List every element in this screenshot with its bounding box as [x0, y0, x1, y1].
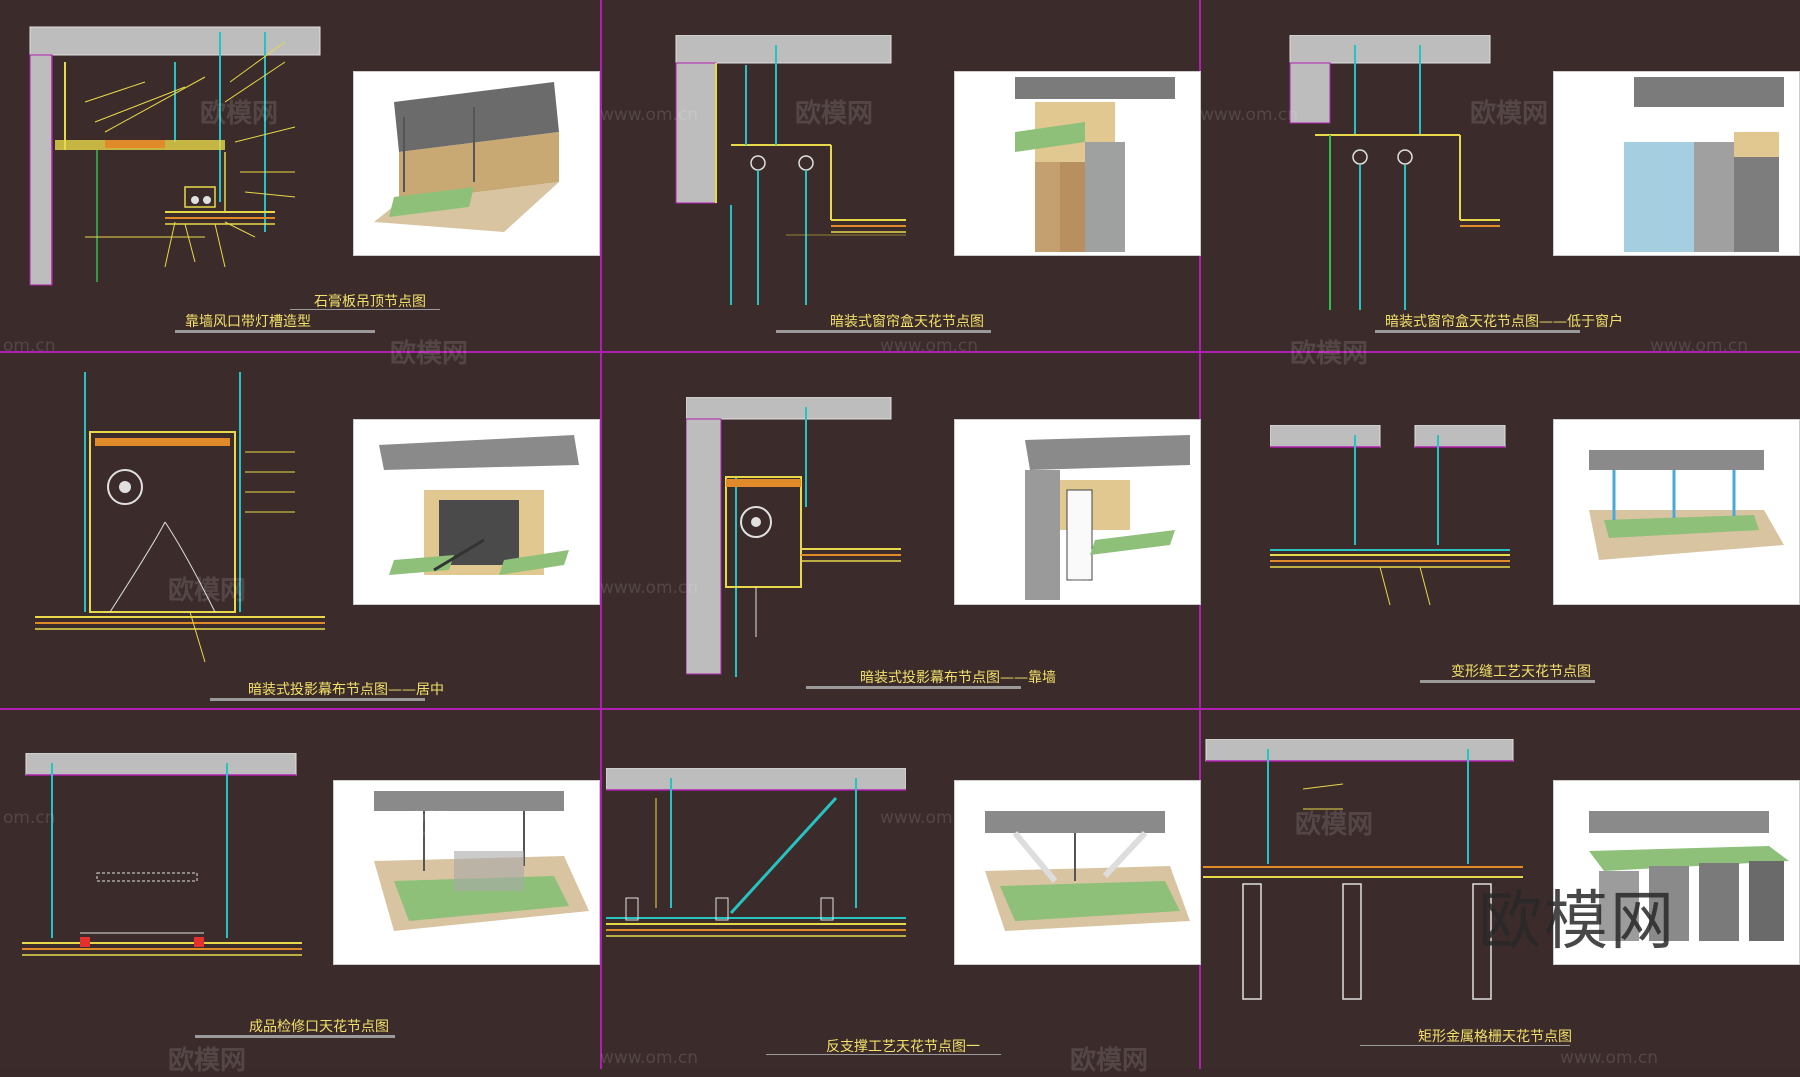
panel-8-title: 反支撑工艺天花节点图一	[826, 1039, 980, 1055]
watermark-brand-2: 欧模网	[390, 339, 469, 369]
render-illustration-6	[1589, 450, 1784, 560]
render-image-9	[1553, 780, 1800, 965]
render-image-3	[1553, 71, 1800, 256]
render-illustration-7	[374, 791, 589, 931]
grid-divider-h1	[0, 351, 1800, 353]
render-image-5	[954, 419, 1201, 605]
watermark-url-10: www.om.cn	[600, 1048, 699, 1068]
cad-detail-5	[686, 397, 901, 677]
render-image-6	[1553, 419, 1800, 605]
panel-3-title: 暗装式窗帘盒天花节点图——低于窗户	[1385, 314, 1623, 330]
panel-5: 暗装式投影幕布节点图——靠墙	[601, 352, 1201, 708]
watermark-url-11: www.om.cn	[1560, 1048, 1659, 1068]
panel-1-subtitle-rule	[175, 330, 375, 333]
render-illustration-5	[1025, 435, 1190, 600]
watermark-brand-6: 欧模网	[168, 576, 247, 606]
watermark-url-8: om.cn	[3, 808, 56, 828]
watermark-url-9: www.om.cn	[880, 808, 979, 828]
panel-4-title-rule	[210, 698, 425, 701]
cad-detail-6	[1270, 425, 1510, 606]
watermark-url-2: www.om.cn	[600, 105, 699, 125]
cad-detail-7	[22, 753, 302, 956]
watermark-brand-11: 欧模网	[1070, 1046, 1149, 1076]
render-image-2	[954, 71, 1201, 256]
watermark-brand-9: 欧模网	[1295, 810, 1374, 840]
grid-divider-h2	[0, 708, 1800, 710]
panel-1-title: 石膏板吊顶节点图	[314, 294, 426, 310]
panel-1-subtitle: 靠墙风口带灯槽造型	[185, 314, 311, 330]
render-illustration-4	[379, 435, 579, 575]
cad-detail-4	[35, 372, 325, 663]
panel-1-title-rule	[290, 309, 440, 310]
watermark-brand-1: 欧模网	[200, 99, 279, 129]
watermark-brand-3: 欧模网	[795, 99, 874, 129]
render-illustration-3	[1624, 77, 1784, 252]
panel-4: 暗装式投影幕布节点图——居中	[0, 352, 600, 708]
render-illustration-8	[985, 811, 1190, 931]
render-image-1	[353, 71, 600, 256]
panel-7-title-rule	[195, 1035, 395, 1038]
cad-detail-2	[675, 35, 906, 305]
cad-detail-9	[1203, 739, 1523, 1000]
watermark-brand-large: 欧模网	[1478, 885, 1676, 959]
render-illustration-9	[1589, 811, 1789, 941]
cad-detail-8	[606, 768, 906, 937]
watermark-url-1: om.cn	[3, 336, 56, 356]
panel-6-title-rule	[1420, 680, 1595, 683]
render-image-8	[954, 780, 1201, 965]
watermark-url-6: www.om.cn	[600, 578, 699, 598]
panel-9: 矩形金属格栅天花节点图	[1200, 709, 1800, 1069]
panel-2-title-rule	[776, 330, 991, 333]
watermark-url-4: www.om.cn	[1200, 105, 1299, 125]
watermark-url-5: www.om.cn	[1650, 336, 1749, 356]
grid-divider-v1	[600, 0, 602, 1069]
panel-7: 成品检修口天花节点图	[0, 709, 600, 1069]
panel-5-title-rule	[806, 686, 1021, 689]
render-illustration-2	[1015, 77, 1175, 252]
panel-7-title: 成品检修口天花节点图	[249, 1019, 389, 1035]
panel-2-title: 暗装式窗帘盒天花节点图	[830, 314, 984, 330]
render-image-7	[333, 780, 600, 965]
panel-6-title: 变形缝工艺天花节点图	[1451, 664, 1591, 680]
watermark-brand-4: 欧模网	[1290, 339, 1369, 369]
panel-4-title: 暗装式投影幕布节点图——居中	[248, 682, 444, 698]
panel-6: 变形缝工艺天花节点图	[1200, 352, 1800, 708]
panel-9-title-rule	[1360, 1045, 1570, 1046]
cad-detail-1	[29, 26, 321, 286]
watermark-brand-10: 欧模网	[168, 1046, 247, 1076]
watermark-brand-5: 欧模网	[1470, 99, 1549, 129]
watermark-brand-7: 欧模网	[1070, 576, 1149, 606]
panel-8-title-rule	[766, 1054, 1001, 1055]
watermark-brand-8: 欧模网	[400, 810, 479, 840]
panel-2: 暗装式窗帘盒天花节点图	[601, 0, 1201, 351]
panel-1: 石膏板吊顶节点图 靠墙风口带灯槽造型	[0, 0, 600, 351]
cad-detail-3	[1289, 35, 1500, 310]
panel-8: 反支撑工艺天花节点图一	[601, 709, 1201, 1069]
render-image-4	[353, 419, 600, 605]
watermark-url-3: www.om.cn	[880, 336, 979, 356]
panel-3-title-rule	[1375, 330, 1580, 333]
panel-3: 暗装式窗帘盒天花节点图——低于窗户	[1200, 0, 1800, 351]
render-illustration-1	[374, 82, 559, 232]
watermark-url-7: www.om.cn	[1560, 578, 1659, 598]
panel-5-title: 暗装式投影幕布节点图——靠墙	[860, 670, 1056, 686]
panel-9-title: 矩形金属格栅天花节点图	[1418, 1029, 1572, 1045]
